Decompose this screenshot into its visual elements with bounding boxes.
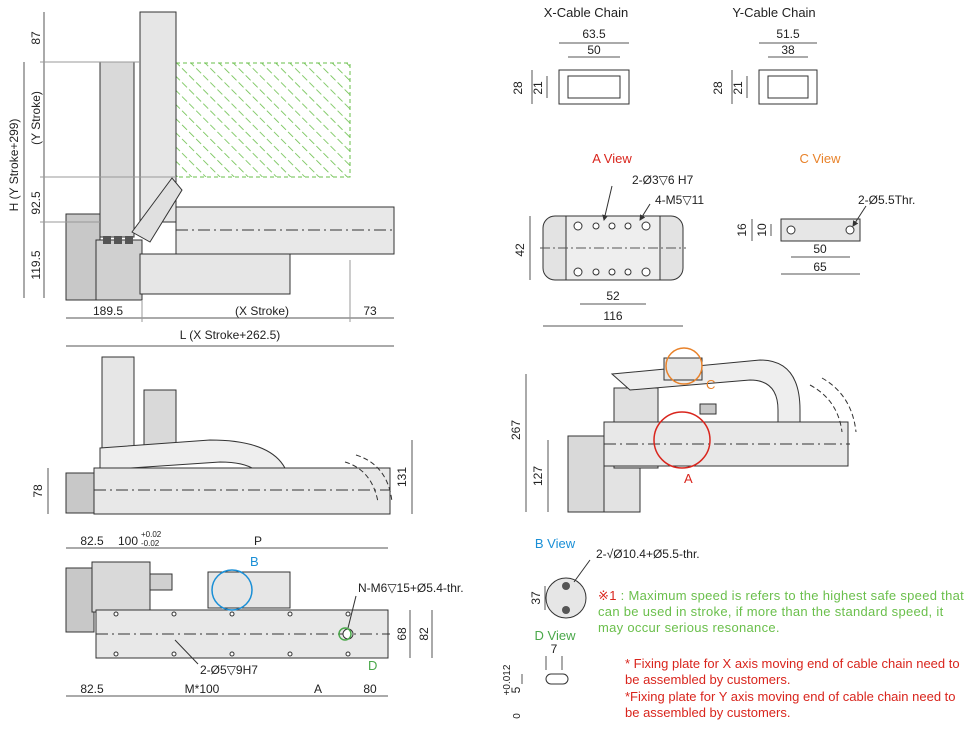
dim-y-stroke: (Y Stroke) — [29, 91, 43, 145]
bottom-tol-minus: -0.02 — [141, 539, 160, 548]
bottom-dim-p: P — [254, 534, 262, 548]
bottom-dim-a: A — [314, 682, 322, 696]
a-view-dim-42: 42 — [513, 243, 527, 257]
b-view-title: B View — [535, 536, 576, 551]
y-cable-chain-top — [131, 177, 183, 243]
y-axis-carriage — [99, 61, 135, 238]
y-inner-height: 21 — [731, 81, 745, 95]
side-view — [47, 356, 413, 515]
d-view-dim-5: 5 — [509, 686, 523, 693]
dim-x-stroke: (X Stroke) — [235, 304, 289, 318]
dim-119-5: 119.5 — [29, 250, 43, 279]
side-dim-78: 78 — [31, 484, 45, 498]
bottom-dim-m: M*100 — [185, 682, 220, 696]
dim-h: H (Y Stroke+299) — [7, 119, 21, 212]
d-detail-circle — [338, 627, 352, 641]
y-plate-note: *Fixing plate for Y axis moving end of c… — [625, 689, 956, 720]
a-view-dim-52: 52 — [606, 289, 620, 303]
x-cable-chain-title: X-Cable Chain — [544, 5, 629, 20]
a-view: A View 2-Ø3▽6 H7 4-M5▽11 42 52 116 — [513, 151, 704, 327]
c-view-dim-10: 10 — [755, 223, 769, 237]
x-inner-height: 21 — [531, 81, 545, 95]
x-outer-height: 28 — [511, 81, 525, 95]
bottom-view — [65, 547, 433, 697]
bottom-dim-82-5-bot: 82.5 — [80, 682, 104, 696]
d-view-title: D View — [535, 628, 577, 643]
dim-92-5: 92.5 — [29, 191, 43, 215]
y-cable-chain: Y-Cable Chain 51.5 38 28 21 — [711, 5, 818, 105]
dim-73: 73 — [363, 304, 377, 318]
c-view-dim-65: 65 — [813, 260, 827, 274]
d-view: D View 7 5 +0.012 0 — [502, 628, 576, 719]
end-view — [525, 347, 857, 513]
bottom-tol-plus: +0.02 — [141, 530, 162, 539]
d-view-dim-7: 7 — [551, 642, 558, 656]
bottom-dim-80: 80 — [363, 682, 377, 696]
bottom-hole-n: N-M6▽15+Ø5.4-thr. — [358, 581, 464, 595]
end-dim-267: 267 — [509, 420, 523, 440]
y-outer-width: 51.5 — [776, 27, 800, 41]
end-dim-127: 127 — [531, 466, 545, 486]
c-view-title: C View — [800, 151, 842, 166]
a-detail-circle — [653, 411, 711, 469]
end-label-a: A — [684, 471, 693, 486]
y-cable-chain-title: Y-Cable Chain — [732, 5, 815, 20]
c-view: C View 2-Ø5.5Thr. 16 10 50 65 — [735, 151, 915, 275]
x-axis-slider — [95, 239, 143, 301]
d-view-tol: +0.012 — [502, 664, 513, 695]
speed-note-text: : Maximum speed is refers to the highest… — [598, 588, 965, 635]
a-view-dim-116: 116 — [603, 309, 622, 323]
bottom-dim-82-5-top: 82.5 — [80, 534, 104, 548]
bottom-dim-82: 82 — [417, 627, 431, 641]
connector-block — [103, 236, 133, 244]
bottom-dim-68: 68 — [395, 627, 409, 641]
dim-87: 87 — [29, 31, 43, 45]
d-view-tol-zero: 0 — [512, 713, 523, 719]
c-detail-circle — [665, 347, 703, 385]
bottom-label-d: D — [368, 658, 377, 673]
b-view-hole: 2-√Ø10.4+Ø5.5-thr. — [596, 547, 700, 561]
y-stroke-hatch-area — [175, 62, 351, 178]
b-view: B View 2-√Ø10.4+Ø5.5-thr. 37 — [529, 536, 700, 619]
b-view-dim-37: 37 — [529, 591, 543, 605]
x-inner-width: 50 — [587, 43, 601, 57]
x-axis-body — [139, 253, 291, 295]
c-view-dim-16: 16 — [735, 223, 749, 237]
top-view — [23, 11, 395, 347]
y-inner-width: 38 — [781, 43, 795, 57]
bottom-hole-pin: 2-Ø5▽9H7 — [200, 663, 258, 677]
a-view-hole2: 4-M5▽11 — [655, 193, 704, 207]
x-outer-width: 63.5 — [582, 27, 606, 41]
bottom-dim-100: 100 — [118, 534, 138, 548]
y-outer-height: 28 — [711, 81, 725, 95]
end-label-c: C — [706, 377, 715, 392]
c-view-dim-50: 50 — [813, 242, 827, 256]
b-detail-circle — [211, 569, 253, 611]
bottom-label-b: B — [250, 554, 259, 569]
a-view-hole1: 2-Ø3▽6 H7 — [632, 173, 694, 187]
x-cable-chain: X-Cable Chain 63.5 50 28 21 — [511, 5, 630, 105]
dim-l: L (X Stroke+262.5) — [180, 328, 281, 342]
x-axis-motor — [65, 213, 101, 301]
a-view-title: A View — [592, 151, 632, 166]
dim-189-5: 189.5 — [93, 304, 123, 318]
c-view-hole: 2-Ø5.5Thr. — [858, 193, 915, 207]
x-plate-note: * Fixing plate for X axis moving end of … — [625, 656, 960, 687]
a-view-holes — [573, 221, 651, 277]
side-dim-131: 131 — [395, 467, 409, 487]
speed-note-mark: ※1 — [598, 588, 617, 603]
speed-note: ※1 : Maximum speed is refers to the high… — [598, 588, 968, 636]
